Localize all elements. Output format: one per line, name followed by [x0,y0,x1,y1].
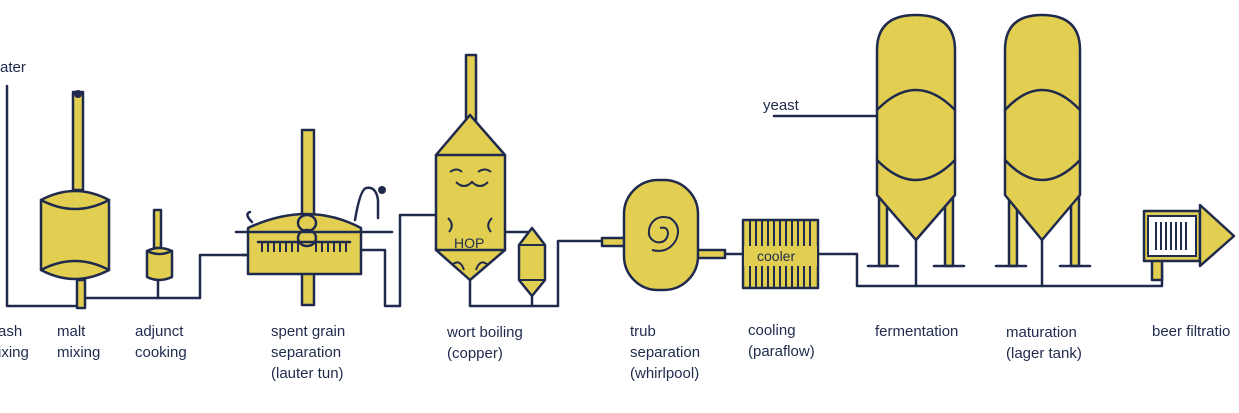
step-labels: ash ixing malt mixing adjunct cooking spent gr… [0,322,1230,382]
step-label-line: (copper) [447,345,503,362]
water-input-label: ater [0,59,26,76]
step-label-line: (lauter tun) [271,365,344,382]
step-label-line: wort boiling [446,324,523,341]
step-label-filtration: beer filtratio [1152,323,1230,340]
step-label-spent-grain: spent grain separation (lauter tun) [271,323,345,382]
step-label-line: (paraflow) [748,343,815,360]
step-label-fermentation: fermentation [875,323,958,340]
lauter-outlet-pipe [358,213,442,308]
step-label-line: malt [57,323,86,340]
step-label-adjunct: adjunct cooking [135,323,187,361]
step-label-line: separation [630,344,700,361]
wort-copper-vessel: HOP [434,53,507,282]
step-label-line: (whirlpool) [630,365,699,382]
hop-label: HOP [454,235,484,251]
step-label-line: adjunct [135,323,184,340]
step-label-malt: malt mixing [57,323,100,361]
swirl-icon [647,216,679,252]
step-label-line: maturation [1006,324,1077,341]
step-label-line: separation [271,344,341,361]
hop-separator-vessel [517,226,547,298]
adjunct-cooker-vessel [145,208,174,282]
step-label-line: fermentation [875,323,958,340]
step-label-trub: trub separation (whirlpool) [630,323,700,382]
step-label-line: trub [630,323,656,340]
step-label-line: ixing [0,344,29,361]
yeast-input-label: yeast [763,97,800,114]
step-label-wort: wort boiling (copper) [446,324,523,362]
step-label-line: mixing [57,344,100,361]
step-label-line: cooling [748,322,796,339]
copper-drain-pipe [468,239,607,308]
step-label-line: ash [0,323,22,340]
cooler-to-fermentation-pipe [816,252,1164,288]
step-label-line: beer filtratio [1152,323,1230,340]
cooler-vessel: cooler [741,218,820,290]
step-label-line: cooking [135,344,187,361]
step-label-mash: ash ixing [0,323,29,361]
step-label-maturation: maturation (lager tank) [1006,324,1082,362]
cooler-label: cooler [757,248,795,264]
water-pipe [5,84,77,308]
pipes [5,84,1164,308]
malt-mixing-vessel [39,90,111,310]
beer-filter-vessel [1142,203,1236,282]
lauter-tun-vessel [234,128,394,307]
whirlpool-vessel [600,178,727,292]
maturation-tank [994,13,1092,268]
step-label-cooling: cooling (paraflow) [748,322,815,360]
fermentation-tank [866,13,966,268]
step-label-line: spent grain [271,323,345,340]
step-label-line: (lager tank) [1006,345,1082,362]
